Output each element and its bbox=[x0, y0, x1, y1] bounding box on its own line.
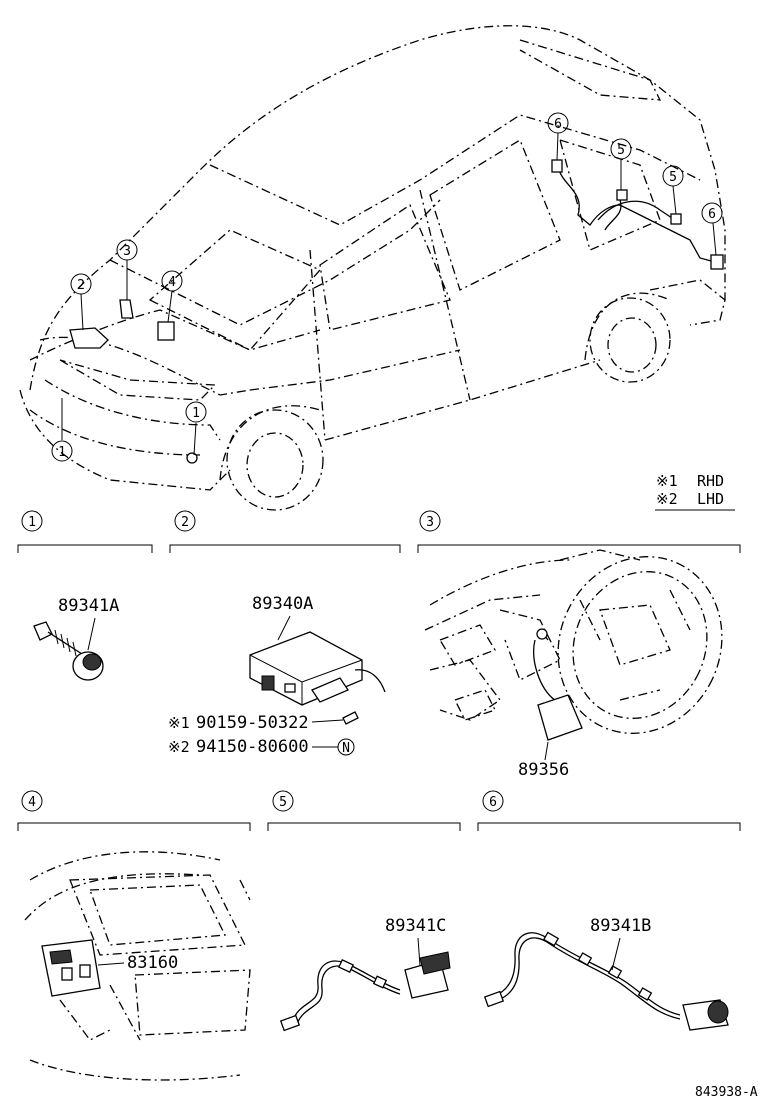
svg-text:LHD: LHD bbox=[697, 490, 724, 508]
svg-text:※1: ※1 bbox=[168, 714, 190, 732]
legend: ※1 RHD ※2 LHD bbox=[655, 472, 735, 511]
section-4-part: 83160 bbox=[24, 851, 251, 1081]
section-3-header: 3 bbox=[417, 510, 741, 553]
svg-text:6: 6 bbox=[708, 207, 716, 222]
callout-3 bbox=[116, 239, 138, 261]
callout-5-center bbox=[610, 138, 632, 160]
control-unit-89340a bbox=[249, 631, 363, 706]
svg-text:5: 5 bbox=[279, 795, 287, 810]
svg-text:3: 3 bbox=[426, 515, 434, 530]
figure-code: 843938-A bbox=[695, 1085, 758, 1100]
callout-1-front-left bbox=[51, 440, 73, 462]
part-number-89356: 89356 bbox=[518, 760, 569, 780]
sensor-lead-on-vehicle bbox=[119, 299, 134, 319]
section-2-part: 89340A ※1 90159-50322 ※2 94150-80600 N bbox=[168, 594, 386, 757]
section-6-part: 89341B bbox=[483, 916, 729, 1031]
rear-sensor-corner bbox=[710, 254, 724, 270]
svg-text:3: 3 bbox=[123, 244, 131, 259]
svg-text:N: N bbox=[342, 741, 350, 756]
part-number-89341a: 89341A bbox=[58, 596, 119, 616]
vehicle-callouts: 1 1 2 3 4 5 5 6 6 bbox=[51, 112, 723, 462]
svg-text:5: 5 bbox=[617, 143, 625, 158]
callout-6-left bbox=[547, 112, 569, 134]
svg-text:2: 2 bbox=[181, 515, 189, 530]
part-number-89341b: 89341B bbox=[590, 916, 651, 936]
bolt-part-number-1: 90159-50322 bbox=[196, 713, 309, 733]
rear-sensor-left bbox=[551, 159, 563, 173]
section-6-header: 6 bbox=[477, 790, 741, 831]
section-1-header: 1 bbox=[17, 510, 153, 553]
part-number-89341c: 89341C bbox=[385, 916, 446, 936]
svg-text:6: 6 bbox=[489, 795, 497, 810]
section-5-part: 89341C bbox=[279, 916, 451, 1032]
svg-text:4: 4 bbox=[28, 795, 36, 810]
svg-text:※2: ※2 bbox=[168, 738, 190, 756]
part-number-89340a: 89340A bbox=[252, 594, 313, 614]
part-number-83160: 83160 bbox=[127, 953, 178, 973]
callout-1-front-right bbox=[185, 401, 207, 423]
rear-sensor-right bbox=[670, 213, 682, 225]
svg-text:2: 2 bbox=[77, 278, 85, 293]
svg-text:1: 1 bbox=[58, 445, 66, 460]
svg-text:5: 5 bbox=[669, 170, 677, 185]
cable-89356 bbox=[537, 694, 583, 741]
svg-text:RHD: RHD bbox=[697, 472, 724, 490]
svg-text:6: 6 bbox=[554, 117, 562, 132]
control-unit-89340a-on-vehicle bbox=[69, 327, 109, 349]
svg-text:1: 1 bbox=[192, 406, 200, 421]
svg-text:※2: ※2 bbox=[656, 490, 678, 508]
svg-text:1: 1 bbox=[28, 515, 36, 530]
callout-4 bbox=[161, 270, 183, 292]
vehicle-illustration bbox=[19, 25, 726, 511]
section-3-part: 89356 bbox=[424, 549, 723, 780]
buzzer-83160-on-vehicle bbox=[157, 321, 175, 341]
callout-6-right bbox=[701, 202, 723, 224]
front-sensor-on-vehicle bbox=[186, 452, 198, 464]
callout-5-right bbox=[662, 165, 684, 187]
bolt-part-number-2: 94150-80600 bbox=[196, 737, 309, 757]
nut-symbol bbox=[337, 738, 355, 756]
section-1-part: 89341A bbox=[33, 596, 119, 681]
section-4-header: 4 bbox=[17, 790, 251, 831]
section-2-header: 2 bbox=[169, 510, 401, 553]
rear-sensor-center bbox=[616, 189, 628, 201]
callout-2 bbox=[70, 273, 92, 295]
svg-text:※1: ※1 bbox=[656, 472, 678, 490]
svg-text:4: 4 bbox=[168, 275, 176, 290]
section-5-header: 5 bbox=[267, 790, 461, 831]
